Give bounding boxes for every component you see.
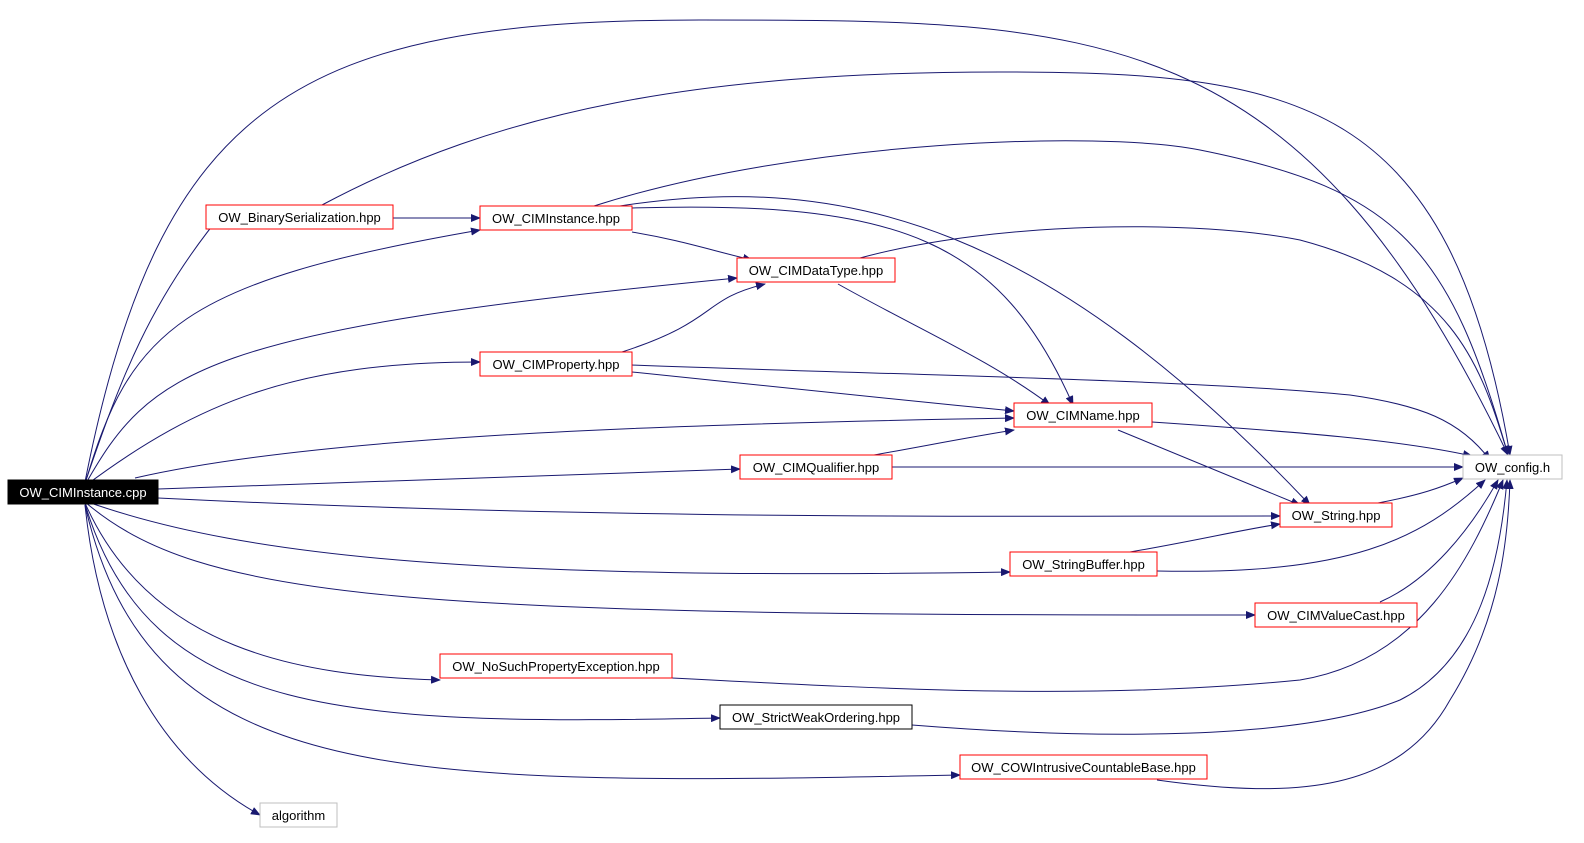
edge-ciminst-name [631,206,1074,406]
node-nosuch[interactable]: OW_NoSuchPropertyException.hpp [439,653,673,679]
node-label-config: OW_config.h [1475,460,1550,475]
node-label-cowbase: OW_COWIntrusiveCountableBase.hpp [971,760,1196,775]
node-label-string: OW_String.hpp [1292,508,1381,523]
node-cowbase[interactable]: OW_COWIntrusiveCountableBase.hpp [959,754,1208,780]
node-config: OW_config.h [1462,454,1563,480]
node-box-name [1013,402,1153,428]
node-label-strictweak: OW_StrictWeakOrdering.hpp [732,710,900,725]
node-strbuf[interactable]: OW_StringBuffer.hpp [1009,551,1158,577]
edge-root-valuecast [84,501,1256,620]
edge-root-binser [84,209,226,484]
edge-valuecast-config [1379,479,1499,603]
node-box-qualifier [739,454,893,480]
edges-layer [84,19,1514,816]
node-box-binser [205,204,394,230]
edge-datatype-name [837,283,1051,406]
edge-name-string [1117,429,1301,506]
node-label-property: OW_CIMProperty.hpp [493,357,620,372]
node-datatype[interactable]: OW_CIMDataType.hpp [736,257,896,283]
edge-root-strbuf [84,500,1011,577]
node-box-datatype [736,257,896,283]
edge-root-qualifier [157,465,741,490]
edge-string-config [1377,477,1464,504]
node-valuecast[interactable]: OW_CIMValueCast.hpp [1254,602,1418,628]
nodes-layer: OW_CIMInstance.cpp OW_BinarySerialization… [7,204,1563,828]
edge-root-property [84,358,481,487]
edge-binser-config [321,71,1513,456]
edge-property-config [631,364,1491,461]
node-label-qualifier: OW_CIMQualifier.hpp [753,460,879,475]
edge-ciminst-config [593,140,1510,456]
node-box-algorithm [259,802,338,828]
node-label-binser: OW_BinarySerialization.hpp [218,210,381,225]
edge-ciminst-string [619,196,1311,506]
node-string[interactable]: OW_String.hpp [1279,502,1393,528]
edge-datatype-config [859,226,1510,456]
edge-root-config [84,19,1509,483]
edge-property-datatype [621,282,766,353]
node-box-strictweak [719,704,913,730]
edge-property-name [631,371,1015,415]
node-box-nosuch [439,653,673,679]
edge-root-datatype [84,274,738,486]
edge-root-strictweak [84,503,721,723]
edge-root-nosuch [84,502,441,684]
node-binser[interactable]: OW_BinarySerialization.hpp [205,204,394,230]
edge-qualifier-name [873,427,1015,456]
node-box-strbuf [1009,551,1158,577]
edge-root-cowbase [84,504,961,780]
node-box-cowbase [959,754,1208,780]
node-box-valuecast [1254,602,1418,628]
node-box-property [479,351,633,377]
node-strictweak[interactable]: OW_StrictWeakOrdering.hpp [719,704,913,730]
node-label-nosuch: OW_NoSuchPropertyException.hpp [452,659,659,674]
edge-root-name [134,414,1015,479]
edge-root-string [157,497,1281,521]
edge-ciminst-datatype [631,231,753,262]
edge-strictweak-config [911,479,1511,735]
node-label-root: OW_CIMInstance.cpp [19,485,146,500]
edge-root-ciminst [84,227,481,485]
edge-root-algorithm [84,504,261,816]
node-label-strbuf: OW_StringBuffer.hpp [1022,557,1145,572]
node-label-algorithm: algorithm [272,808,325,823]
node-root[interactable]: OW_CIMInstance.cpp [7,479,159,505]
edge-name-config [1151,421,1473,458]
node-name[interactable]: OW_CIMName.hpp [1013,402,1153,428]
node-label-name: OW_CIMName.hpp [1026,408,1139,423]
edge-cowbase-config [1156,479,1514,790]
edge-strbuf-config [1156,479,1486,572]
node-property[interactable]: OW_CIMProperty.hpp [479,351,633,377]
node-label-ciminst: OW_CIMInstance.hpp [492,211,620,226]
node-box-config [1462,454,1563,480]
node-box-ciminst [479,205,633,231]
node-label-datatype: OW_CIMDataType.hpp [749,263,883,278]
node-ciminst[interactable]: OW_CIMInstance.hpp [479,205,633,231]
edge-strbuf-string [1129,521,1281,553]
node-box-root [7,479,159,505]
edge-nosuch-config [671,479,1504,692]
node-box-string [1279,502,1393,528]
node-qualifier[interactable]: OW_CIMQualifier.hpp [739,454,893,480]
node-label-valuecast: OW_CIMValueCast.hpp [1267,608,1405,623]
node-algorithm: algorithm [259,802,338,828]
